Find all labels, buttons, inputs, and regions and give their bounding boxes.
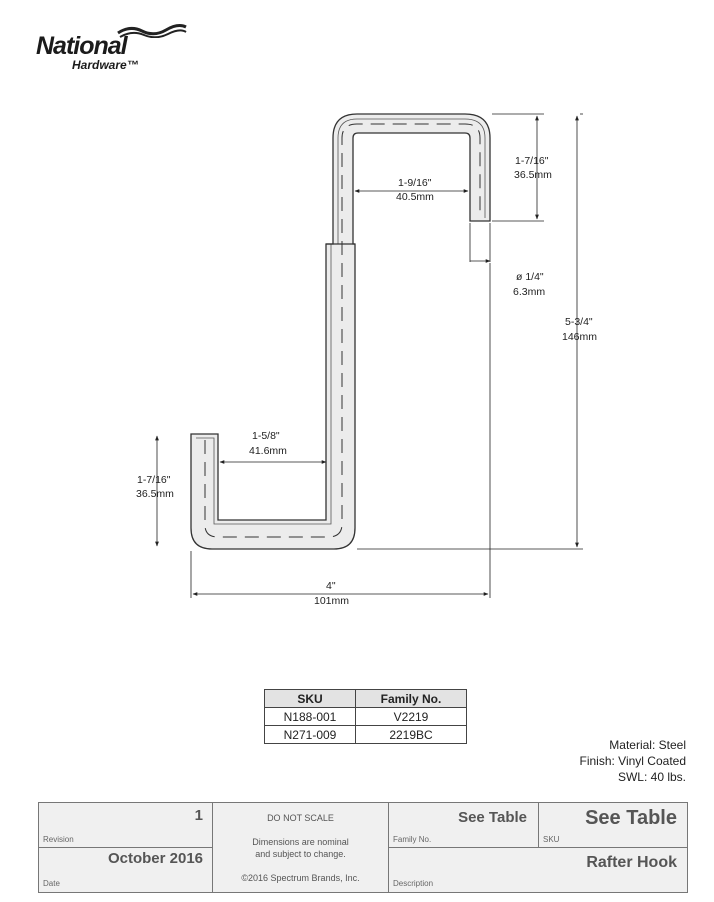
sku-label: SKU [543,835,560,844]
table-row: N188-001 V2219 [264,707,467,726]
family-cell: V2219 [355,707,467,726]
logo-wordmark: National [36,32,128,60]
revision-label: Revision [43,835,74,844]
dim-overall-width-imperial: 4" [326,580,336,592]
family-header: Family No. [355,689,467,708]
table-row: N271-009 2219BC [264,725,467,744]
copyright-note: ©2016 Spectrum Brands, Inc. [241,873,360,883]
divider [538,803,539,847]
finish-spec: Finish: Vinyl Coated [579,754,687,768]
national-hardware-logo: National Hardware™ [36,24,187,76]
dim-top-height-imperial: 1-7/16" [515,155,549,167]
hook-outer-outline [190,113,491,550]
material-spec: Material: Steel [609,738,686,752]
logo-wave-mark [117,24,187,38]
title-block: 1 Revision October 2016 Date DO NOT SCAL… [38,802,688,893]
dim-top-width-imperial: 1-9/16" [398,177,432,189]
dim-overall-height-metric: 146mm [562,331,597,343]
dim-diameter-imperial: ø 1/4" [516,271,544,283]
dimensions-note-line1: Dimensions are nominal [252,837,349,847]
dimension-overall-height [357,113,583,550]
dim-diameter-metric: 6.3mm [513,286,545,298]
family-label: Family No. [393,835,432,844]
divider [388,847,687,848]
sku-table: SKU Family No. N188-001 V2219 N271-009 2… [264,689,467,744]
rafter-hook-drawing: 1-7/16" 36.5mm 1-9/16" 40.5mm ø 1/4" 6.3… [136,113,597,607]
dim-bottom-height-metric: 36.5mm [136,488,174,500]
sku-value: See Table [585,807,677,829]
dimension-diameter [469,223,491,263]
logo-subwordmark: Hardware™ [72,58,139,72]
hook-centerline [204,123,481,538]
dim-top-width-metric: 40.5mm [396,191,434,203]
dimension-overall-width [190,263,491,598]
revision-value: 1 [194,807,203,824]
sku-cell: N271-009 [264,725,356,744]
do-not-scale-note: DO NOT SCALE [267,813,334,823]
description-value: Rafter Hook [586,854,677,871]
dim-bottom-height-imperial: 1-7/16" [137,474,171,486]
divider [39,847,212,848]
dim-overall-width-metric: 101mm [314,595,349,607]
dim-overall-height-imperial: 5-3/4" [565,316,593,328]
specifications: Material: Steel Finish: Vinyl Coated SWL… [580,737,687,785]
sku-table-header: SKU Family No. [264,689,467,708]
dimensions-note-line2: and subject to change. [255,849,346,859]
description-label: Description [393,879,434,888]
dimension-top-height [492,113,544,222]
sku-header: SKU [264,689,356,708]
dim-bottom-width-imperial: 1-5/8" [252,430,280,442]
swl-spec: SWL: 40 lbs. [617,770,686,784]
dim-top-height-metric: 36.5mm [514,169,552,181]
family-value: See Table [458,809,527,826]
date-label: Date [43,879,60,888]
divider [212,803,213,892]
dim-bottom-width-metric: 41.6mm [249,445,287,457]
family-cell: 2219BC [355,725,467,744]
date-value: October 2016 [107,850,203,867]
sku-cell: N188-001 [264,707,356,726]
